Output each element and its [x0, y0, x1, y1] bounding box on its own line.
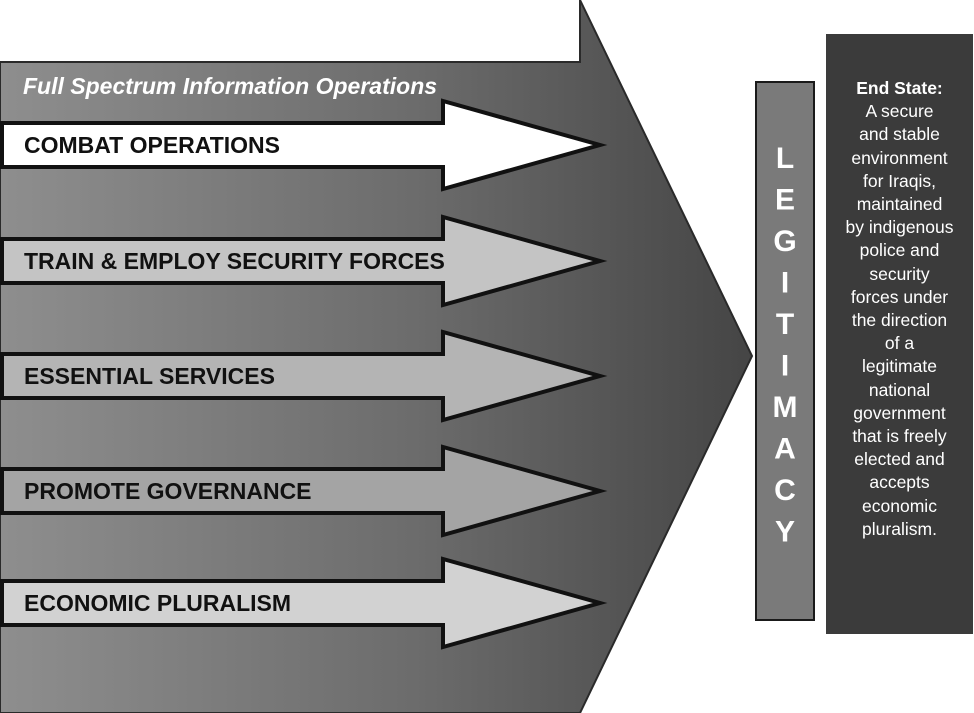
legitimacy-letter: T	[776, 308, 794, 341]
legitimacy-letter: G	[773, 225, 796, 258]
end-state-line: elected and	[854, 449, 945, 470]
loo-arrow-label: TRAIN & EMPLOY SECURITY FORCES	[24, 248, 445, 274]
end-state-line: and stable	[859, 124, 940, 145]
legitimacy-letter: I	[781, 350, 789, 383]
end-state-line: economic	[862, 495, 937, 516]
loo-arrow	[0, 329, 608, 423]
loo-arrow	[0, 444, 608, 538]
legitimacy-letter: C	[774, 474, 796, 507]
legitimacy-letter: M	[773, 391, 798, 424]
end-state-heading: End State:	[856, 78, 943, 98]
end-state-line: of a	[884, 333, 915, 354]
loo-arrow	[0, 556, 608, 650]
end-state-line: security	[869, 263, 930, 284]
loo-arrow	[0, 214, 608, 308]
legitimacy-letter: Y	[775, 516, 795, 549]
legitimacy-letter: A	[774, 433, 796, 466]
end-state-line: by indigenous	[845, 217, 954, 238]
legitimacy-bar	[755, 81, 815, 621]
lines-of-operation-arrows: COMBAT OPERATIONS TRAIN & EMPLOY SECURITY…	[0, 98, 608, 650]
end-state-line: pluralism.	[862, 518, 937, 539]
loo-arrow-label: ECONOMIC PLURALISM	[24, 590, 291, 616]
end-state-line: police and	[859, 240, 940, 261]
loo-arrow-label: ESSENTIAL SERVICES	[24, 363, 275, 389]
loo-arrow-label: COMBAT OPERATIONS	[24, 132, 280, 158]
end-state-line: accepts	[869, 472, 930, 493]
end-state-line: A secure	[865, 101, 934, 122]
legitimacy-letter: L	[776, 142, 794, 175]
legitimacy-letter: I	[781, 267, 789, 300]
end-state-line: maintained	[856, 194, 943, 215]
end-state-line: legitimate	[862, 356, 937, 377]
end-state-line: government	[853, 402, 946, 423]
diagram-title: Full Spectrum Information Operations	[23, 73, 437, 99]
end-state-line: that is freely	[852, 426, 947, 447]
end-state-line: for Iraqis,	[863, 170, 936, 191]
end-state-line: environment	[851, 147, 948, 168]
loo-arrow-label: PROMOTE GOVERNANCE	[24, 478, 312, 504]
legitimacy-letter: E	[775, 184, 795, 217]
end-state-line: the direction	[851, 310, 948, 331]
end-state-line: national	[868, 379, 931, 400]
loo-arrow	[0, 98, 608, 192]
end-state-line: forces under	[850, 286, 949, 307]
